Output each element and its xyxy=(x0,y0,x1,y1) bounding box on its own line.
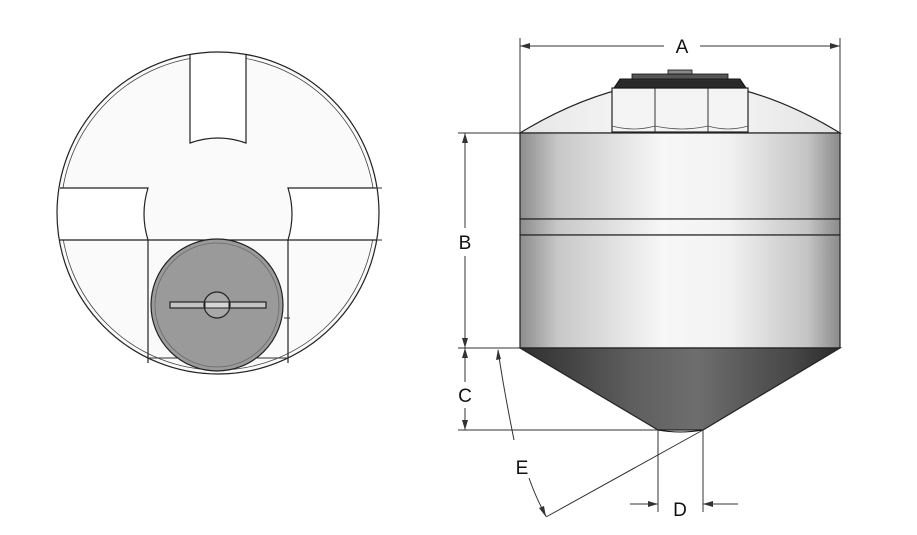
top-view xyxy=(56,51,382,375)
dimension-b: B xyxy=(458,132,520,349)
dimension-a: A xyxy=(519,37,841,133)
dimension-d-label: D xyxy=(673,500,687,521)
manway-lid xyxy=(613,78,747,89)
dimension-e: E xyxy=(496,347,704,518)
dimension-c: C xyxy=(458,348,658,431)
tank-top-outline xyxy=(56,51,380,375)
side-view: A B C D xyxy=(458,37,843,521)
tank-body-upper xyxy=(519,132,841,220)
tank-band xyxy=(519,218,841,236)
dimension-d: D xyxy=(630,430,738,521)
top-rib-north xyxy=(189,55,247,144)
top-rib-west xyxy=(60,187,149,241)
dimension-c-label: C xyxy=(458,386,472,407)
dimension-b-label: B xyxy=(459,233,472,254)
dimension-a-label: A xyxy=(676,37,689,58)
manway-collar xyxy=(611,87,749,133)
tank-body-lower xyxy=(519,234,841,349)
tank-cone xyxy=(517,347,843,431)
lid-rim xyxy=(154,242,280,368)
dimension-e-label: E xyxy=(516,458,529,479)
top-rib-east xyxy=(287,187,376,241)
